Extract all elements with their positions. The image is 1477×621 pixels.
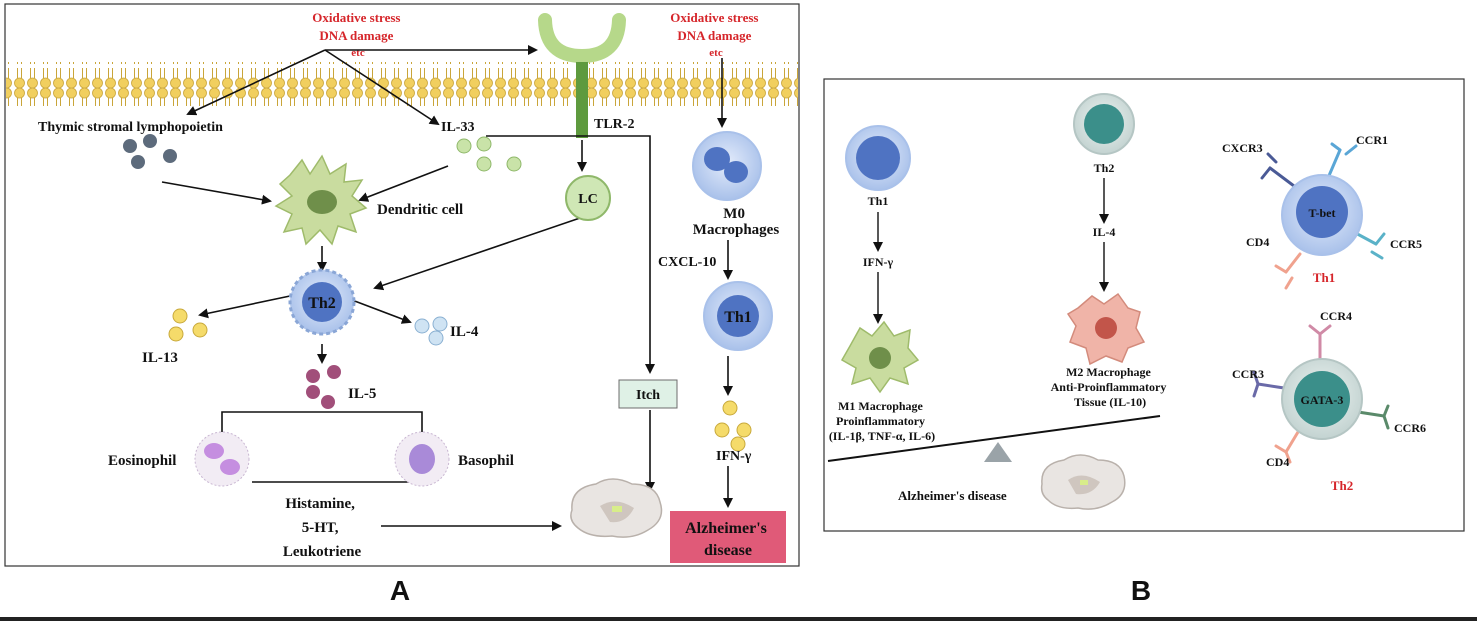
tlr2-receptor [538,13,626,138]
ad-line2: disease [704,542,752,559]
panel-letter-a: A [390,575,410,606]
basophil-cell [394,431,450,487]
dendritic-cell [274,154,368,246]
il4-label-b: IL-4 [1093,225,1116,239]
th2-cell-a: Th2 [288,268,356,336]
m1-line3: (IL-1β, TNF-α, IL-6) [829,429,935,443]
ccr5-label: CCR5 [1390,237,1422,251]
m0-label-line2: Macrophages [693,222,780,238]
th1-cell-a: Th1 [703,281,773,351]
th1-label-a: Th1 [724,309,752,326]
ccr6-label: CCR6 [1394,421,1426,435]
itch-label: Itch [636,388,660,403]
gata3-th2-cell: GATA-3 [1252,324,1390,464]
ifn-label-a: IFN-γ [716,449,752,464]
alzheimers-box: Alzheimer's disease [670,511,786,563]
m2-line3: Tissue (IL-10) [1074,395,1146,409]
th1-label-b: Th1 [868,194,889,208]
ccr1-label: CCR1 [1356,133,1388,147]
m1-line1: M1 Macrophage [838,399,923,413]
m2-line2: Anti-Proinflammatory [1051,380,1167,394]
stress-right-line2: DNA damage [677,28,751,43]
tslp-label: Thymic stromal lymphopoietin [38,120,223,135]
lc-cell: LC [565,175,611,221]
svg-text:M0 Macrophages: M0 Macrophages [693,206,780,238]
cxcl10-label: CXCL-10 [658,255,716,270]
bottom-bar [0,617,1477,621]
stress-left-line3: etc [351,47,365,59]
cd4-label-b: CD4 [1266,455,1289,469]
th1-red-label: Th1 [1313,270,1335,285]
lc-label: LC [578,192,597,207]
itch-box: Itch [618,379,678,409]
m2-line1: M2 Macrophage [1066,365,1151,379]
eosinophil-cell [194,431,250,487]
ifn-label-b: IFN-γ [863,255,894,269]
tbet-label: T-bet [1309,206,1336,220]
il5-label: IL-5 [348,386,376,402]
balance-beam [827,415,1161,462]
dendritic-label: Dendritic cell [377,202,463,218]
m2-macrophage [1066,292,1146,366]
ccr4-label: CCR4 [1320,309,1352,323]
il33-label: IL-33 [441,120,474,135]
svg-text:Alzheimer's disease: Alzheimer's disease [685,520,771,559]
il4-label-a: IL-4 [450,324,479,340]
basophil-label: Basophil [458,453,514,469]
m0-label-line1: M0 [723,206,745,222]
panel-b-frame [823,78,1465,532]
stress-left-line1: Oxidative stress [312,10,400,25]
tslp-molecules [123,134,177,169]
tlr2-label: TLR-2 [594,117,634,132]
cxcr3-label: CXCR3 [1222,141,1263,155]
m1-macrophage [840,320,920,394]
il5-molecules [306,365,341,409]
ifn-molecules-a [714,400,752,452]
th1-cell-b [845,125,911,191]
stress-right-line1: Oxidative stress [670,10,758,25]
th2-label-a: Th2 [308,295,336,312]
th2-red-label: Th2 [1331,478,1353,493]
mediator-leukotriene: Leukotriene [283,544,362,560]
m1-line2: Proinflammatory [836,414,925,428]
il13-label: IL-13 [142,350,178,366]
panel-a: Oxidative stress DNA damage etc Oxidativ… [4,3,800,567]
mediator-5ht: 5-HT, [302,520,339,536]
gata3-label: GATA-3 [1301,393,1344,407]
m0-macrophage [692,131,762,201]
svg-text:Oxidative stress DNA dam: Oxidative stress DNA damage etc [670,10,761,59]
tbet-th1-cell: T-bet [1260,142,1386,290]
panel-b: Th1 Th2 IFN-γ IL-4 M1 Macrophage Proinfl… [823,78,1465,532]
svg-text:M1 Macrophage Proinflamm: M1 Macrophage Proinflammatory (IL-1β, TN… [829,399,935,443]
cell-membrane [6,62,798,106]
mediator-histamine: Histamine, [285,496,355,512]
th2-cell-b [1073,93,1135,155]
panel-letter-b: B [1131,575,1151,606]
ad-line1: Alzheimer's [685,520,767,537]
stress-left-line2: DNA damage [319,28,393,43]
svg-text:Histamine, 5-HT, L: Histamine, 5-HT, Leukotriene [283,496,362,560]
eosinophil-label: Eosinophil [108,453,176,469]
brain-icon-b [1040,454,1126,510]
stress-right-line3: etc [709,47,723,59]
cd4-label-a: CD4 [1246,235,1269,249]
il33-molecules [456,136,522,172]
ccr3-label: CCR3 [1232,367,1264,381]
il4-molecules-a [414,316,448,346]
balance-fulcrum [984,442,1012,462]
brain-icon [570,478,663,538]
ad-label-b: Alzheimer's disease [898,488,1007,503]
th2-label-b: Th2 [1094,161,1115,175]
il13-molecules [168,308,208,342]
svg-text:Oxidative stress DNA dam: Oxidative stress DNA damage etc [312,10,403,59]
svg-text:M2 Macrophage Anti-Proin: M2 Macrophage Anti-Proinflammatory Tissu… [1051,365,1170,409]
